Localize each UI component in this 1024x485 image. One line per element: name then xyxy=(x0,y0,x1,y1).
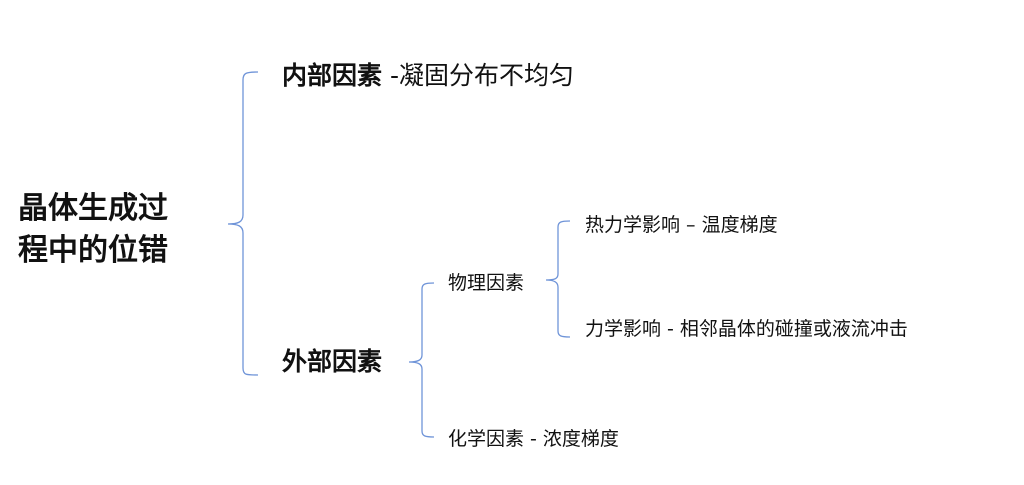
internal-factor-node: 内部因素 -凝固分布不均匀 xyxy=(282,63,574,88)
internal-factor-detail: -凝固分布不均匀 xyxy=(382,61,574,90)
root-line-1: 晶体生成过 xyxy=(18,191,168,226)
physical-factor-node: 物理因素 xyxy=(448,272,525,294)
chemical-factor-node: 化学因素 - 浓度梯度 xyxy=(448,428,619,450)
physical-bracket xyxy=(545,220,571,338)
root-line-2: 程中的位错 xyxy=(18,233,168,268)
mechanical-influence-node: 力学影响 - 相邻晶体的碰撞或液流冲击 xyxy=(585,318,908,340)
external-bracket xyxy=(408,282,435,438)
external-factor-label: 外部因素 xyxy=(282,347,383,376)
thermodynamic-influence-node: 热力学影响 – 温度梯度 xyxy=(585,214,778,236)
internal-factor-label: 内部因素 xyxy=(282,61,383,90)
root-topic: 晶体生成过 程中的位错 xyxy=(18,188,168,272)
main-bracket xyxy=(227,71,259,376)
external-factor-node: 外部因素 xyxy=(282,349,382,374)
